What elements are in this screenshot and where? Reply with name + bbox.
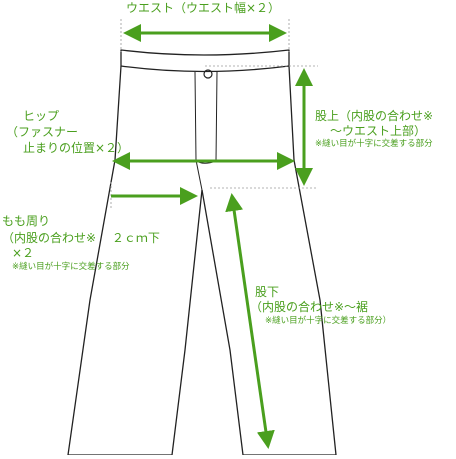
thigh-label-line1: もも周り: [2, 214, 51, 228]
hip-label-line2: （ファスナー: [6, 125, 79, 139]
pants-outline: [67, 49, 337, 456]
thigh-label-line3: ×２: [12, 246, 35, 260]
rise-note: ※縫い目が十字に交差する部分: [315, 139, 433, 149]
waistband: [120, 49, 290, 73]
thigh-label-line2: （内股の合わせ※ ２ｃｍ下: [2, 231, 160, 245]
right-leg: [201, 65, 337, 456]
thigh-note: ※縫い目が十字に交差する部分: [12, 262, 130, 272]
inseam-label-line1: 股下: [255, 285, 280, 299]
rise-label-line2: ～ウエスト上部）: [330, 124, 427, 138]
waist-label: ウエスト（ウエスト幅×２）: [126, 1, 281, 15]
left-leg: [67, 65, 203, 456]
fly: [194, 71, 218, 164]
inseam-arrow: [225, 193, 275, 449]
rise-label-line1: 股上（内股の合わせ※: [315, 109, 434, 123]
waist-button: [203, 69, 213, 79]
hip-label-line1: ヒップ: [23, 109, 60, 123]
crotch-curve: [195, 159, 203, 191]
inseam-note: ※縫い目が十字に交差する部分）: [265, 316, 392, 326]
hip-label-line3: 止まりの位置×２）: [23, 141, 130, 155]
guide-lines: [110, 19, 318, 210]
inseam-label-line2: （内股の合わせ※～裾: [250, 300, 369, 314]
